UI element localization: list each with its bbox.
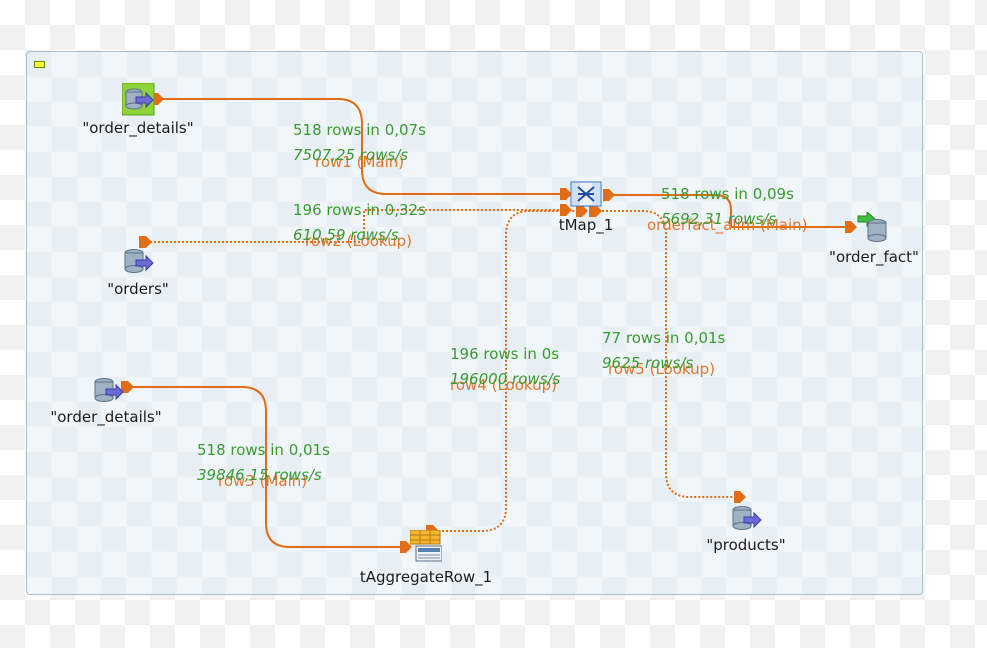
link-row2-stats-rows: 196 rows in 0,32s: [293, 201, 426, 219]
link-row3-name[interactable]: row3 (Main): [218, 472, 308, 490]
link-row5-name[interactable]: row5 (Lookup): [608, 360, 715, 378]
link-row1-stats-rate: 7507,25 rows/s: [293, 146, 409, 164]
row2-end-arrow[interactable]: [560, 204, 572, 216]
component-label-order-fact[interactable]: "order_fact": [829, 248, 919, 266]
link-row4-stats-rate: 196000 rows/s: [450, 370, 561, 388]
link-row4-line[interactable]: [438, 210, 580, 532]
link-row5-stats-rows: 77 rows in 0,01s: [602, 329, 726, 347]
row1-end-arrow[interactable]: [560, 188, 572, 200]
row5-start-connector[interactable]: [589, 205, 602, 217]
link-orderfact-line[interactable]: [610, 194, 852, 228]
subjob-container[interactable]: [26, 51, 923, 595]
link-row1-line[interactable]: [158, 98, 568, 195]
component-label-tmap[interactable]: tMap_1: [558, 216, 614, 234]
component-label-order-details-1[interactable]: "order_details": [82, 119, 194, 137]
database-input-icon[interactable]: [730, 504, 764, 534]
component-label-orders[interactable]: "orders": [107, 280, 169, 298]
tmap-icon[interactable]: [570, 181, 602, 207]
link-row3-line[interactable]: [130, 386, 410, 548]
link-row4-stats-rows: 196 rows in 0s: [450, 345, 560, 363]
link-row2-stats-rate: 610,59 rows/s: [293, 226, 399, 244]
row5-end-arrow[interactable]: [734, 491, 746, 503]
component-label-products[interactable]: "products": [706, 536, 786, 554]
orderfact-end-arrow[interactable]: [845, 221, 857, 233]
link-orderfact-stats-rows: 518 rows in 0,09s: [661, 185, 794, 203]
database-input-icon[interactable]: [122, 247, 156, 277]
database-output-icon[interactable]: [857, 212, 891, 244]
row3-start-connector[interactable]: [121, 381, 134, 393]
link-row3-stats-rate: 39846,15 rows/s: [197, 466, 322, 484]
link-row4-name[interactable]: row4 (Lookup): [450, 376, 557, 394]
link-row5-line[interactable]: [598, 210, 740, 498]
link-orderfact-stats-rate: 5692,31 rows/s: [661, 210, 777, 228]
row2-start-connector[interactable]: [139, 236, 152, 248]
link-row3-stats-rows: 518 rows in 0,01s: [197, 441, 330, 459]
database-input-icon[interactable]: [122, 83, 156, 117]
row3-end-arrow[interactable]: [400, 541, 412, 553]
link-row2-line[interactable]: [150, 209, 568, 243]
link-row5-stats-rate: 9625 rows/s: [602, 354, 694, 372]
link-row1-name[interactable]: row1 (Main): [315, 153, 405, 171]
component-label-taggregate[interactable]: tAggregateRow_1: [359, 568, 493, 586]
aggregate-icon[interactable]: [410, 530, 442, 562]
component-label-order-details-2[interactable]: "order_details": [50, 408, 162, 426]
link-row2-name[interactable]: row2 (Lookup): [305, 232, 412, 250]
row4-end-arrow[interactable]: [576, 205, 588, 217]
database-input-icon[interactable]: [92, 376, 126, 406]
subjob-collapse-button[interactable]: [34, 61, 45, 68]
link-orderfact-name[interactable]: orderfact_alim (Main): [647, 216, 808, 234]
orderfact-start-connector[interactable]: [603, 189, 615, 201]
link-row1-stats-rows: 518 rows in 0,07s: [293, 121, 426, 139]
